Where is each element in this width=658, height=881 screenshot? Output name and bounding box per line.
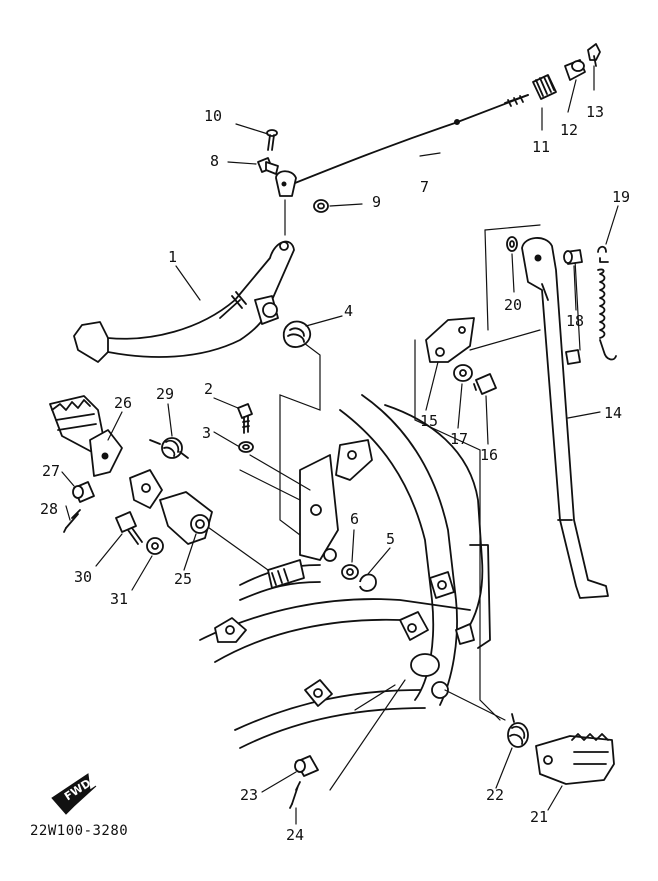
callout-15: 15	[420, 412, 438, 430]
assembly-guide-lines	[204, 199, 581, 791]
drawing-code: 22W100-3280	[30, 823, 128, 839]
callout-9: 9	[372, 193, 381, 211]
left-footrest-part-26	[49, 395, 123, 477]
bolt-part-2	[237, 403, 253, 434]
washer-part-20	[506, 236, 518, 252]
pin-part-18	[563, 249, 583, 265]
callout-29: 29	[156, 385, 174, 403]
brake-pedal-part-1	[73, 240, 295, 363]
bolt-part-16	[473, 373, 497, 395]
cotter-pin-part-24	[289, 781, 301, 809]
frame	[199, 394, 491, 749]
callout-4: 4	[344, 302, 353, 320]
callout-24: 24	[286, 826, 304, 844]
callout-2: 2	[204, 380, 213, 398]
leader-lines	[61, 65, 619, 825]
callout-19: 19	[612, 188, 630, 206]
spring-part-11	[532, 74, 557, 100]
callout-14: 14	[604, 404, 622, 422]
adjuster-nut-part-12	[564, 59, 586, 81]
right-footrest-part-21	[535, 733, 615, 785]
callout-13: 13	[586, 103, 604, 121]
callout-6: 6	[350, 510, 359, 528]
callout-7: 7	[420, 178, 429, 196]
washer-part-6	[341, 564, 359, 580]
callout-1: 1	[168, 248, 177, 266]
pin-part-8	[257, 157, 279, 175]
hardware-upper	[257, 129, 329, 213]
callout-12: 12	[560, 121, 578, 139]
bolt-part-10	[266, 129, 278, 151]
callout-20: 20	[504, 296, 522, 314]
callout-25: 25	[174, 570, 192, 588]
pin-part-23	[294, 755, 319, 777]
bracket-part-15	[425, 317, 475, 363]
spring-part-19	[597, 245, 617, 361]
callout-31: 31	[110, 590, 128, 608]
cotter-pin-part-28	[63, 509, 81, 533]
sidestand-part-14	[521, 237, 609, 599]
callout-17: 17	[450, 430, 468, 448]
washer-part-17	[453, 364, 473, 382]
spring-part-4	[282, 320, 312, 348]
washer-part-3	[238, 441, 254, 453]
clip-part-5	[359, 573, 377, 592]
forward-direction-arrow-icon: FWD	[51, 773, 97, 815]
spring-part-29	[149, 437, 189, 459]
washer-part-31	[146, 537, 164, 555]
bracket-part-25	[129, 469, 213, 545]
callout-3: 3	[202, 424, 211, 442]
collar-part-18b	[565, 349, 581, 365]
brake-rod-assembly	[289, 43, 601, 186]
callout-16: 16	[480, 446, 498, 464]
callout-26: 26	[114, 394, 132, 412]
joint-part-7-end	[275, 170, 297, 197]
callout-22: 22	[486, 786, 504, 804]
callout-labels: 1 2 3 4 5 6 7 8 9 10 11 12 13 14 15 16 1…	[40, 103, 630, 844]
brake-rod	[289, 94, 529, 186]
cotter-pin-part-9	[313, 199, 329, 213]
callout-11: 11	[532, 138, 550, 156]
callout-8: 8	[210, 152, 219, 170]
callout-23: 23	[240, 786, 258, 804]
callout-18: 18	[566, 312, 584, 330]
callout-5: 5	[386, 530, 395, 548]
spring-part-22	[507, 713, 529, 748]
callout-28: 28	[40, 500, 58, 518]
pin-part-27	[72, 481, 95, 503]
callout-21: 21	[530, 808, 548, 826]
pin-part-13	[587, 43, 601, 67]
callout-10: 10	[204, 107, 222, 125]
callout-30: 30	[74, 568, 92, 586]
callout-27: 27	[42, 462, 60, 480]
bolt-part-30	[115, 511, 143, 545]
